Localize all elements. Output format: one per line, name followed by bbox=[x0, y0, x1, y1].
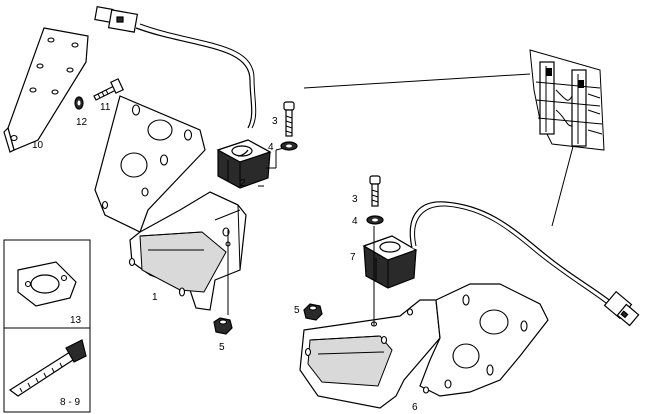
cable-connector-top bbox=[94, 6, 257, 129]
label-7: 7 bbox=[350, 252, 356, 263]
label-10: 10 bbox=[32, 140, 44, 151]
label-5-right: 5 bbox=[294, 305, 300, 316]
part-6-right-bracket bbox=[299, 226, 549, 409]
label-6: 6 bbox=[412, 402, 418, 413]
part-4-washer-right bbox=[366, 215, 384, 225]
label-4-left: 4 bbox=[268, 142, 274, 153]
part-5-nut-left bbox=[213, 317, 233, 335]
label-2: 2 bbox=[240, 178, 246, 189]
part-2-sensor bbox=[216, 139, 272, 189]
kit-box-13 bbox=[3, 239, 91, 329]
label-3-right: 3 bbox=[352, 194, 358, 205]
part-1-main-bracket bbox=[94, 95, 247, 311]
label-11: 11 bbox=[100, 102, 111, 113]
part-4-washer-left bbox=[280, 141, 298, 151]
cable-connector-right bbox=[409, 201, 640, 327]
part-5-nut-right bbox=[303, 303, 323, 321]
part-number-labels: 1 2 3 4 5 3 4 5 6 7 10 11 12 13 8 - 9 bbox=[32, 102, 418, 413]
label-13: 13 bbox=[70, 315, 82, 326]
label-8-9: 8 - 9 bbox=[60, 397, 80, 408]
part-7-sensor bbox=[362, 235, 418, 289]
part-3-screw-left bbox=[283, 101, 295, 137]
kit-box-8-9 bbox=[3, 327, 91, 413]
label-3-left: 3 bbox=[272, 116, 278, 127]
part-11-bolt bbox=[93, 78, 124, 101]
part-10-small-bracket bbox=[3, 27, 89, 153]
left-assembly-leader-lines bbox=[227, 147, 285, 315]
label-4-right: 4 bbox=[352, 216, 358, 227]
label-1: 1 bbox=[152, 292, 158, 303]
part-3-screw-right bbox=[369, 175, 381, 207]
vehicle-detail-inset bbox=[303, 49, 605, 227]
label-12: 12 bbox=[76, 117, 88, 128]
part-12-washer bbox=[74, 96, 84, 110]
label-5-left: 5 bbox=[219, 342, 225, 353]
